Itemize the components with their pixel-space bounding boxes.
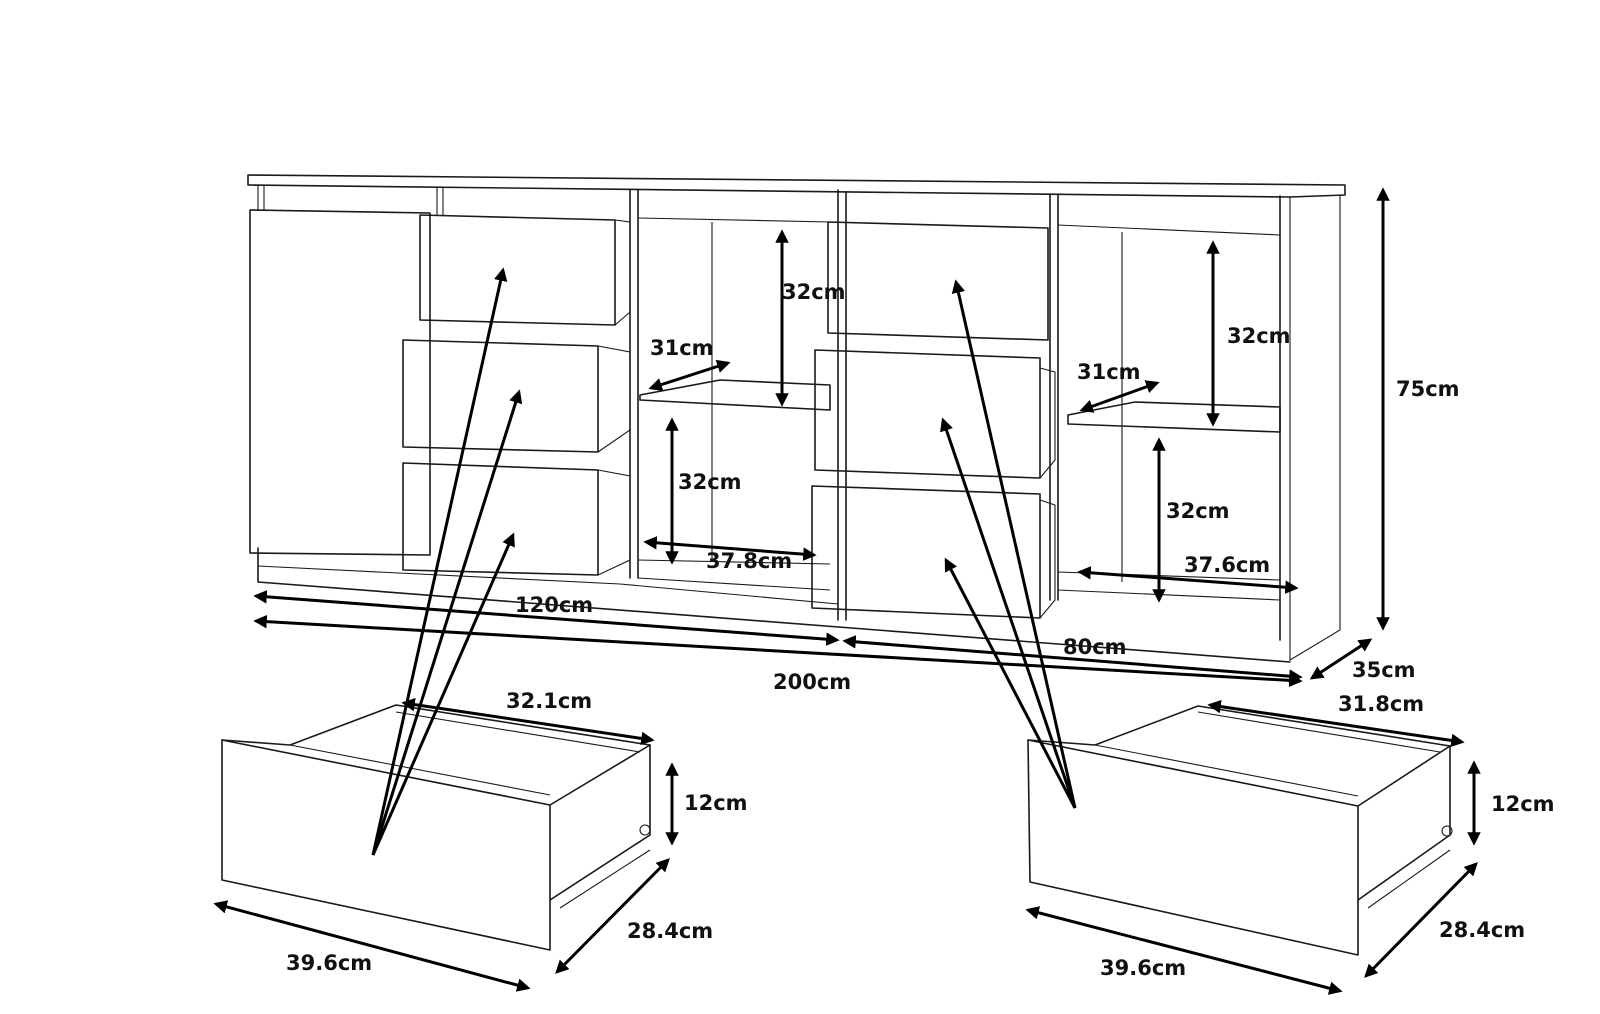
label-left-lower-shelf-height: 32cm: [678, 470, 742, 494]
dimension-arrows: [213, 187, 1481, 995]
label-left-drawer-depth: 32.1cm: [506, 689, 592, 713]
label-right-drawer-height: 12cm: [1491, 792, 1555, 816]
label-left-drawer-height: 12cm: [684, 791, 748, 815]
label-left-drawer-width: 39.6cm: [286, 951, 372, 975]
label-right-shelf-width: 37.6cm: [1184, 553, 1270, 577]
label-height: 75cm: [1396, 377, 1460, 401]
label-left-drawer-side: 28.4cm: [627, 919, 713, 943]
label-depth: 35cm: [1352, 658, 1416, 682]
right-drawer-detail: [1027, 705, 1453, 956]
pointer-lines: [371, 267, 1077, 856]
arrow-80cm: [842, 635, 1303, 683]
label-left-shelf-width: 37.8cm: [706, 549, 792, 573]
label-right-lower-shelf-height: 32cm: [1166, 499, 1230, 523]
label-left-section-width: 120cm: [515, 593, 593, 617]
left-drawer-detail: [221, 704, 651, 951]
arrow-35cm: [1309, 638, 1373, 680]
label-left-shelf-depth: 31cm: [650, 336, 714, 360]
label-left-upper-shelf-height: 32cm: [782, 280, 846, 304]
label-right-drawer-side: 28.4cm: [1439, 918, 1525, 942]
label-right-shelf-depth: 31cm: [1077, 360, 1141, 384]
sideboard-cabinet: [247, 174, 1346, 663]
label-total-width: 200cm: [773, 670, 851, 694]
label-right-drawer-depth: 31.8cm: [1338, 692, 1424, 716]
label-right-section-width: 80cm: [1063, 635, 1127, 659]
dimension-labels: 120cm 200cm 80cm 35cm 75cm 32cm 31cm 32c…: [286, 280, 1555, 980]
label-right-drawer-width: 39.6cm: [1100, 956, 1186, 980]
label-right-upper-shelf-height: 32cm: [1227, 324, 1291, 348]
